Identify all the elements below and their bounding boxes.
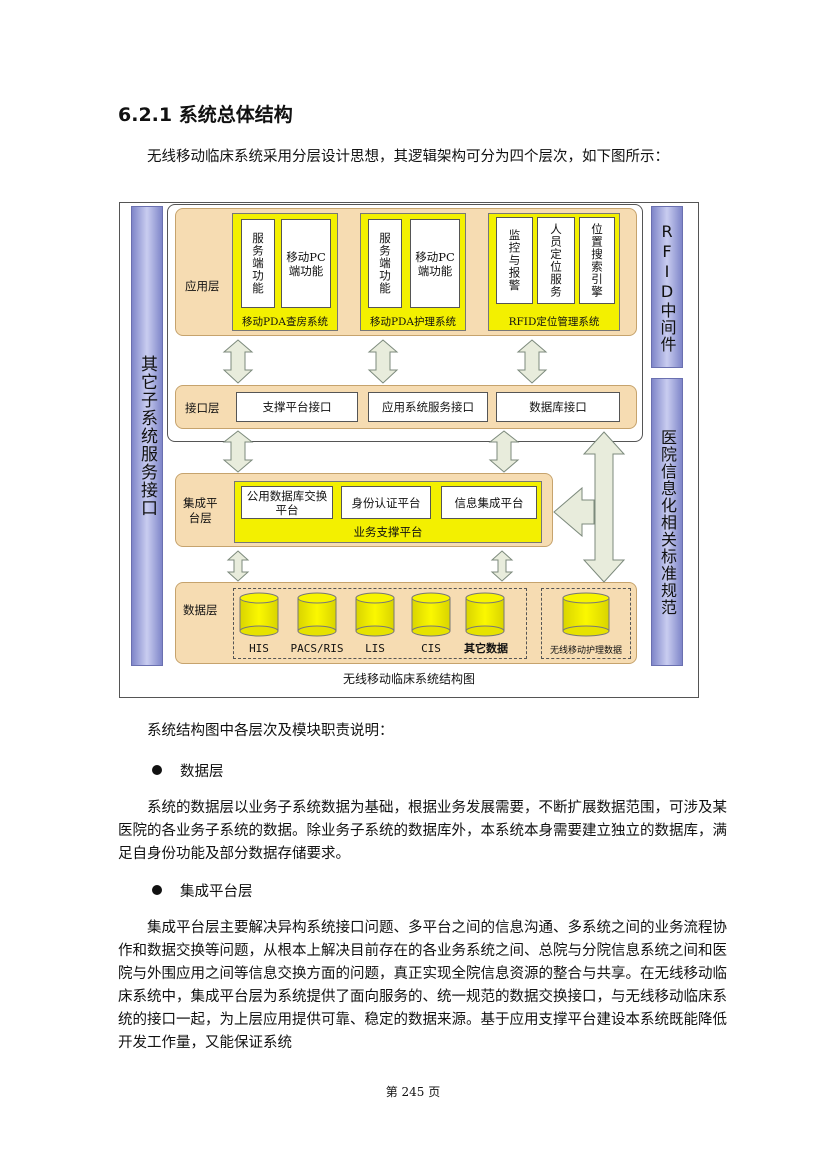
bullet-data-layer-text: 数据层 [180,764,224,780]
public-db-exchange-platform: 公用数据库交换平台 [241,486,333,519]
other-data-db-label: 其它数据 [464,642,508,655]
ward-pc-function: 移动PC端功能 [281,219,331,308]
ward-system-label: 移动PDA查房系统 [241,316,329,328]
nursing-pc-function: 移动PC端功能 [410,219,460,308]
diagram-caption: 无线移动临床系统结构图 [342,672,475,686]
section-heading: 6.2.1 系统总体结构 [118,104,293,126]
nursing-server-function: 服务端功能 [368,219,402,308]
support-platform-interface: 支撑平台接口 [236,392,358,422]
intro-paragraph: 无线移动临床系统采用分层设计思想，其逻辑架构可分为四个层次，如下图所示： [147,149,669,165]
diagram-frame [119,202,699,698]
double-arrow-icon [490,550,514,582]
lis-db-label: LIS [365,642,385,655]
double-arrow-icon [488,430,520,473]
ward-server-function: 服务端功能 [241,219,275,308]
hospital-standards-label: 医院信息化相关标准规范 [658,428,677,616]
app-service-interface: 应用系统服务接口 [368,392,488,422]
data-layer-paragraph: 系统的数据层以业务子系统数据为基础，根据业务发展需要，不断扩展数据范围，可涉及某… [118,800,727,862]
cis-db-icon [411,592,451,637]
vertical-double-arrow-icon [582,431,626,583]
explain-intro: 系统结构图中各层次及模块职责说明： [147,723,394,739]
identity-auth-platform: 身份认证平台 [341,486,431,519]
cis-db-label: CIS [421,642,441,655]
upper-group-frame [167,204,643,442]
double-arrow-icon [222,430,254,473]
pacs-db-label: PACS/RIS [290,642,344,655]
bullet-icon [152,765,162,775]
integration-layer-paragraph: 集成平台层主要解决异构系统接口问题、多平台之间的信息沟通、多系统之间的业务流程协… [118,920,727,1051]
other-data-db-icon [465,592,505,637]
his-db-label: HIS [249,642,269,655]
person-location-module: 人员定位服务 [537,217,575,304]
monitor-alarm-module: 监控与报警 [496,217,533,304]
database-cylinders [239,592,610,637]
app-layer-label: 应用层 [185,279,220,293]
rfid-system-label: RFID定位管理系统 [508,316,600,328]
double-arrow-icon [222,339,254,384]
business-db-group [233,588,527,659]
bullet-data-layer: 数据层 [152,760,224,781]
database-interface: 数据库接口 [496,392,620,422]
nursing-db-label: 无线移动护理数据 [549,646,622,656]
interface-layer-label: 接口层 [185,401,220,415]
data-layer-label: 数据层 [183,603,218,617]
double-arrow-icon [516,339,548,384]
location-search-module: 位置搜索引擎 [579,217,615,304]
business-support-platform-label: 业务支撑平台 [353,525,423,539]
nursing-db-icon [562,592,610,637]
double-arrow-icon [226,550,250,582]
bullet-icon [152,885,162,895]
double-arrow-icon [367,339,399,384]
nursing-system-label: 移动PDA护理系统 [369,316,457,328]
page-number: 第 245 页 [385,1085,441,1099]
integration-layer-label: 集成平 台层 [183,496,218,525]
bullet-integration-layer: 集成平台层 [152,880,253,901]
rfid-middleware-bar: RFID中间件 [651,206,683,368]
own-db-group [541,588,631,659]
info-integration-platform: 信息集成平台 [441,486,537,519]
left-arrow-icon [553,486,595,538]
connector-arrows [222,339,626,583]
rfid-middleware-label: RFID中间件 [657,221,677,353]
his-db-icon [239,592,279,637]
lis-db-icon [355,592,395,637]
bullet-integration-layer-text: 集成平台层 [180,884,253,900]
hospital-standards-bar: 医院信息化相关标准规范 [651,378,683,666]
other-subsystem-interface-bar: 其它子系统服务接口 [131,206,163,666]
pacs-db-icon [297,592,337,637]
other-subsystem-interface-label: 其它子系统服务接口 [137,355,157,517]
